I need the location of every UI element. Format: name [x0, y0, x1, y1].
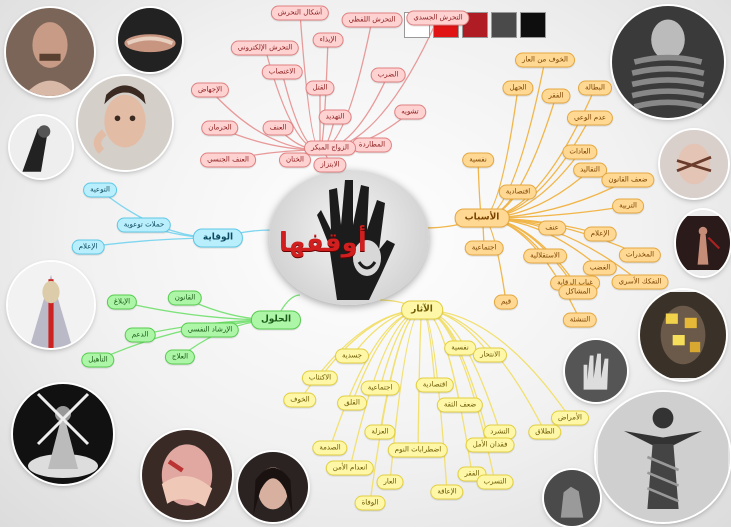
yellow-node-19: العار	[376, 474, 404, 490]
photo-reaching-hand	[544, 470, 600, 526]
campaign-title: أوقفها	[279, 228, 367, 258]
green-node-0: القانون	[167, 290, 203, 306]
yellow-node-16: الصدمة	[312, 440, 348, 456]
orange-node-10: العادات	[562, 144, 598, 160]
photo-woman-covered-mouth	[6, 8, 94, 96]
black-hand-icon	[317, 180, 395, 300]
red-node-4: الإيذاء	[312, 32, 344, 48]
blue-node-2: الإعلام	[71, 239, 105, 255]
green-node-2: الدعم	[124, 327, 156, 343]
red-node-15: الزواج المبكر	[304, 140, 356, 156]
photo-woman-portrait	[238, 452, 308, 522]
yellow-node-20: الوفاة	[354, 495, 386, 511]
photo-woman-in-scarf	[8, 262, 94, 348]
orange-node-18: الاستقلالية	[523, 248, 567, 264]
green-node-4: التأهيل	[81, 352, 115, 368]
orange-node-4: قيم	[493, 294, 519, 310]
red-node-9: تشويه	[394, 104, 426, 120]
yellow-node-21: فقدان الأمل	[465, 437, 515, 453]
blue-node-0: التوعية	[83, 182, 117, 198]
color-swatch-black	[520, 12, 546, 38]
photo-raised-palm	[565, 340, 627, 402]
yellow-node-9: الأمراض	[551, 410, 589, 426]
green-node-1: الإبلاغ	[106, 294, 138, 310]
yellow-node-1: نفسية	[444, 340, 476, 356]
orange-node-20: المشاكل	[558, 284, 598, 300]
yellow-node-5: القلق	[337, 395, 367, 411]
red-node-17: الابتزاز	[313, 157, 347, 173]
yellow-node-4: الاكتئاب	[301, 370, 339, 386]
red-node-3: التحرش الإلكتروني	[230, 40, 300, 56]
yellow-node-18: انعدام الأمن	[325, 460, 375, 476]
orange-node-0: نفسية	[462, 152, 494, 168]
orange-node-15: الغضب	[582, 260, 618, 276]
orange-node-3: عنف	[538, 220, 566, 236]
orange-node-7: الفقر	[541, 88, 571, 104]
orange-main-node: الأسباب	[454, 208, 510, 228]
blue-node-1: حملات توعوية	[116, 217, 172, 233]
center-stop-hand-image: أوقفها	[269, 170, 429, 305]
orange-node-9: عدم الوعي	[566, 110, 614, 126]
color-swatch-grey	[491, 12, 517, 38]
photo-hand-over-mouth	[142, 430, 232, 520]
orange-node-21: التنشئة	[562, 312, 598, 328]
yellow-node-14: الإعاقة	[430, 484, 464, 500]
yellow-node-0: جسدية	[335, 348, 369, 364]
photo-figure-in-dark	[676, 210, 730, 276]
red-node-1: التحرش اللفظي	[341, 12, 403, 28]
photo-sticky-notes-face	[640, 290, 726, 380]
orange-node-5: الخوف من العار	[515, 52, 575, 68]
red-node-7: الإجهاض	[190, 82, 230, 98]
blue-main-node: الوقاية	[192, 228, 244, 248]
photo-face-with-tape	[660, 130, 728, 198]
photo-bound-woman	[13, 384, 113, 484]
photo-bw-figure	[10, 116, 72, 178]
red-node-12: التهديد	[318, 109, 352, 125]
orange-node-12: ضعف القانون	[601, 172, 655, 188]
yellow-node-7: ضعف الثقة	[436, 397, 484, 413]
yellow-node-2: اجتماعية	[360, 380, 400, 396]
red-node-16: الختان	[279, 152, 311, 168]
yellow-node-8: الانتحار	[472, 347, 508, 363]
connector-line	[481, 217, 507, 303]
photo-blindfolded-eyes	[118, 8, 182, 72]
orange-node-17: التفكك الأسري	[611, 274, 669, 290]
orange-node-2: اقتصادية	[498, 184, 538, 200]
red-node-6: الاغتصاب	[261, 64, 303, 80]
green-node-3: العلاج	[164, 349, 196, 365]
orange-node-11: التقاليد	[573, 162, 607, 178]
photo-woman-bruised-face	[78, 76, 172, 170]
orange-node-16: المخدرات	[618, 247, 662, 263]
red-node-11: الحرمان	[201, 120, 239, 136]
photo-bound-figure	[596, 392, 730, 522]
yellow-node-17: اضطرابات النوم	[387, 442, 449, 458]
red-node-14: العنف الجنسي	[200, 152, 256, 168]
orange-node-13: التربية	[612, 198, 644, 214]
yellow-node-15: الخوف	[283, 392, 317, 408]
red-node-8: القتل	[305, 80, 335, 96]
yellow-main-node: الآثار	[401, 300, 443, 320]
red-node-13: المطاردة	[351, 137, 393, 153]
red-node-10: العنف	[262, 120, 294, 136]
red-node-5: الضرب	[370, 67, 406, 83]
green-main-node: الحلول	[250, 310, 302, 330]
orange-node-6: الجهل	[502, 80, 534, 96]
green-node-5: الإرشاد النفسي	[180, 322, 240, 338]
yellow-node-10: الطلاق	[528, 424, 562, 440]
orange-node-14: الإعلام	[583, 226, 617, 242]
red-node-2: التحرش الجسدي	[406, 10, 470, 26]
orange-node-1: اجتماعية	[464, 240, 504, 256]
yellow-node-3: اقتصادية	[415, 377, 455, 393]
photo-woman-wrapped-rope	[612, 6, 724, 118]
yellow-node-13: التسرب	[476, 474, 514, 490]
yellow-node-6: العزلة	[364, 424, 396, 440]
orange-node-8: البطالة	[578, 80, 612, 96]
red-node-0: أشكال التحرش	[270, 5, 330, 21]
